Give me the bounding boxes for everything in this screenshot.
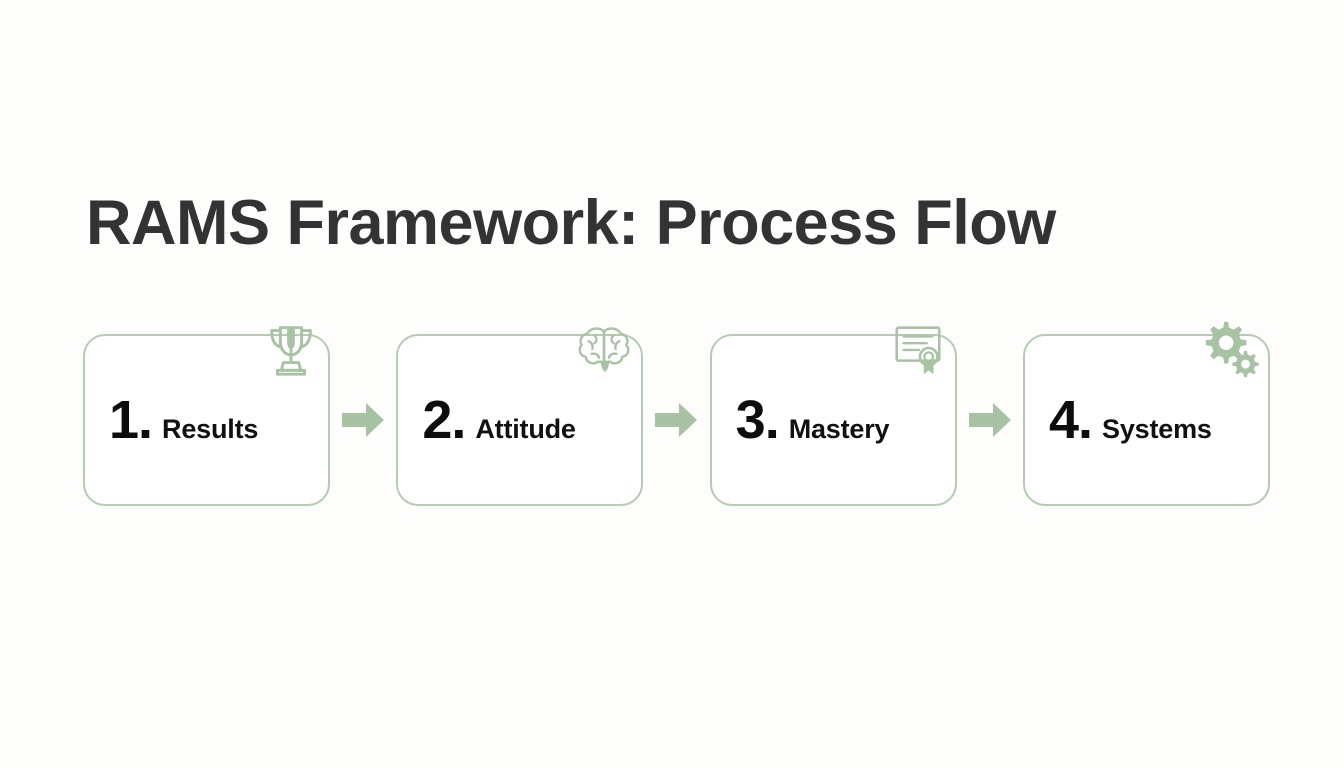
step-card-systems[interactable]: 4. Systems — [1022, 321, 1270, 506]
step-card-mastery[interactable]: 3. Mastery — [709, 326, 957, 506]
gears-icon — [1200, 318, 1262, 380]
process-flow-row: 1. Results — [83, 321, 1270, 506]
step-number: 1. — [109, 390, 153, 450]
arrow-connector-1 — [330, 334, 396, 506]
arrow-right-icon — [653, 400, 699, 440]
page-title: RAMS Framework: Process Flow — [86, 188, 1056, 259]
step-number: 2. — [422, 390, 466, 450]
step-label: Attitude — [475, 414, 576, 444]
arrow-right-icon — [340, 400, 386, 440]
step-card-results[interactable]: 1. Results — [83, 326, 330, 506]
step-label: Mastery — [788, 414, 890, 444]
step-number: 3. — [735, 390, 780, 450]
step-label: Results — [162, 414, 259, 444]
step-label: Systems — [1102, 414, 1212, 444]
step-number: 4. — [1048, 390, 1093, 450]
arrow-right-icon — [967, 400, 1013, 440]
step-card-attitude[interactable]: 2. Attitude — [396, 327, 644, 506]
step-content: 4. Systems — [1025, 393, 1212, 447]
step-content: 2. Attitude — [398, 390, 576, 450]
brain-icon — [573, 318, 635, 380]
arrow-connector-3 — [957, 334, 1023, 506]
step-content: 1. Results — [85, 393, 258, 447]
arrow-connector-2 — [643, 334, 709, 506]
trophy-icon — [260, 318, 322, 380]
step-content: 3. Mastery — [712, 393, 890, 447]
certificate-icon — [887, 318, 949, 380]
